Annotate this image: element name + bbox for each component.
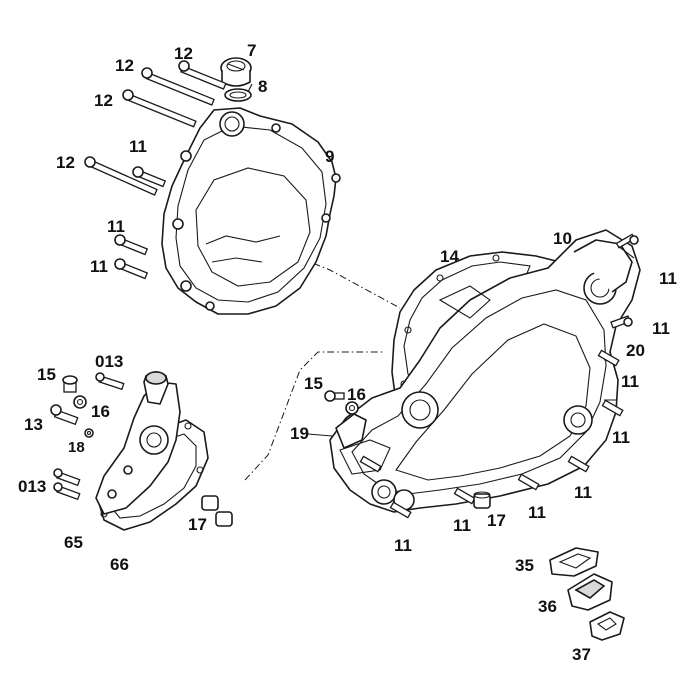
bolt-11-f — [597, 349, 620, 367]
label-9: 9 — [325, 147, 334, 166]
grommet-37 — [589, 611, 625, 641]
bolt-12-c — [122, 89, 197, 128]
label-15-left: 15 — [37, 365, 56, 384]
label-19: 19 — [290, 424, 309, 443]
bolt-12-a — [141, 67, 215, 106]
callout-labels: 7 8 12 12 12 12 11 11 11 9 14 10 11 11 2… — [18, 41, 677, 664]
label-11-b: 11 — [107, 217, 125, 236]
bolt-11-c — [114, 258, 149, 280]
label-14: 14 — [440, 247, 459, 266]
clutch-cover — [161, 107, 341, 315]
bolt-013-lower-a — [53, 468, 81, 487]
bolt-11-k — [389, 501, 412, 519]
label-11-e: 11 — [652, 319, 670, 338]
label-20: 20 — [626, 341, 645, 360]
cover-bolts-short — [114, 166, 167, 280]
label-12-b: 12 — [115, 56, 134, 75]
label-17-left: 17 — [188, 515, 207, 534]
label-13: 13 — [24, 415, 43, 434]
bolt-12-d — [84, 156, 158, 196]
grommet-36 — [567, 573, 613, 611]
leader-lines — [247, 83, 635, 437]
label-15-right: 15 — [304, 374, 323, 393]
label-17-right: 17 — [487, 511, 506, 530]
bolt-11-b — [114, 234, 149, 256]
label-11-d: 11 — [659, 269, 677, 288]
bolt-15-left — [62, 375, 78, 393]
label-12-d: 12 — [56, 153, 75, 172]
label-11-f: 11 — [621, 372, 639, 391]
bolt-13 — [50, 404, 79, 426]
bolt-11-e — [610, 315, 633, 329]
label-11-a: 11 — [129, 137, 147, 156]
crankcase-half — [329, 229, 641, 513]
label-35: 35 — [515, 556, 534, 575]
label-11-i: 11 — [528, 503, 546, 522]
o-ring-18 — [84, 428, 94, 438]
label-16-left: 16 — [91, 402, 110, 421]
bolt-12-b — [178, 60, 227, 90]
filler-plug — [220, 57, 252, 87]
bolt-11-l — [359, 455, 382, 473]
label-18: 18 — [68, 439, 85, 456]
bolt-11-a — [132, 166, 167, 188]
bolt-15-right — [324, 390, 345, 402]
label-37: 37 — [572, 645, 591, 664]
dowel-sleeves-left — [201, 495, 233, 527]
bolt-11-h — [567, 455, 590, 473]
label-11-c: 11 — [90, 257, 108, 276]
label-11-k: 11 — [394, 536, 412, 555]
label-16-right: 16 — [347, 385, 366, 404]
label-12-a: 12 — [174, 44, 193, 63]
cover-bolts-long — [84, 60, 227, 196]
grommet-35 — [549, 547, 599, 577]
bolt-013-top — [95, 372, 125, 391]
bolt-11-i — [517, 473, 540, 491]
filler-o-ring — [224, 88, 252, 102]
crankcase-bolts — [359, 233, 639, 519]
washer-16-left — [73, 395, 87, 409]
washer-16-right — [345, 401, 359, 415]
label-8: 8 — [258, 77, 267, 96]
label-36: 36 — [538, 597, 557, 616]
bolt-11-d — [615, 233, 639, 249]
label-013-bottom: 013 — [18, 477, 46, 496]
label-12-c: 12 — [94, 91, 113, 110]
label-65: 65 — [64, 533, 83, 552]
dowel-sleeve-right — [473, 491, 491, 509]
label-11-g: 11 — [612, 428, 630, 447]
label-66: 66 — [110, 555, 129, 574]
label-013-top: 013 — [95, 352, 123, 371]
label-7: 7 — [247, 41, 256, 60]
label-10: 10 — [553, 229, 572, 248]
bolt-11-g — [601, 399, 624, 417]
water-pump-cover — [95, 371, 181, 515]
label-11-h: 11 — [574, 483, 592, 502]
bolt-013-lower-b — [53, 482, 81, 501]
label-11-j: 11 — [453, 516, 471, 535]
